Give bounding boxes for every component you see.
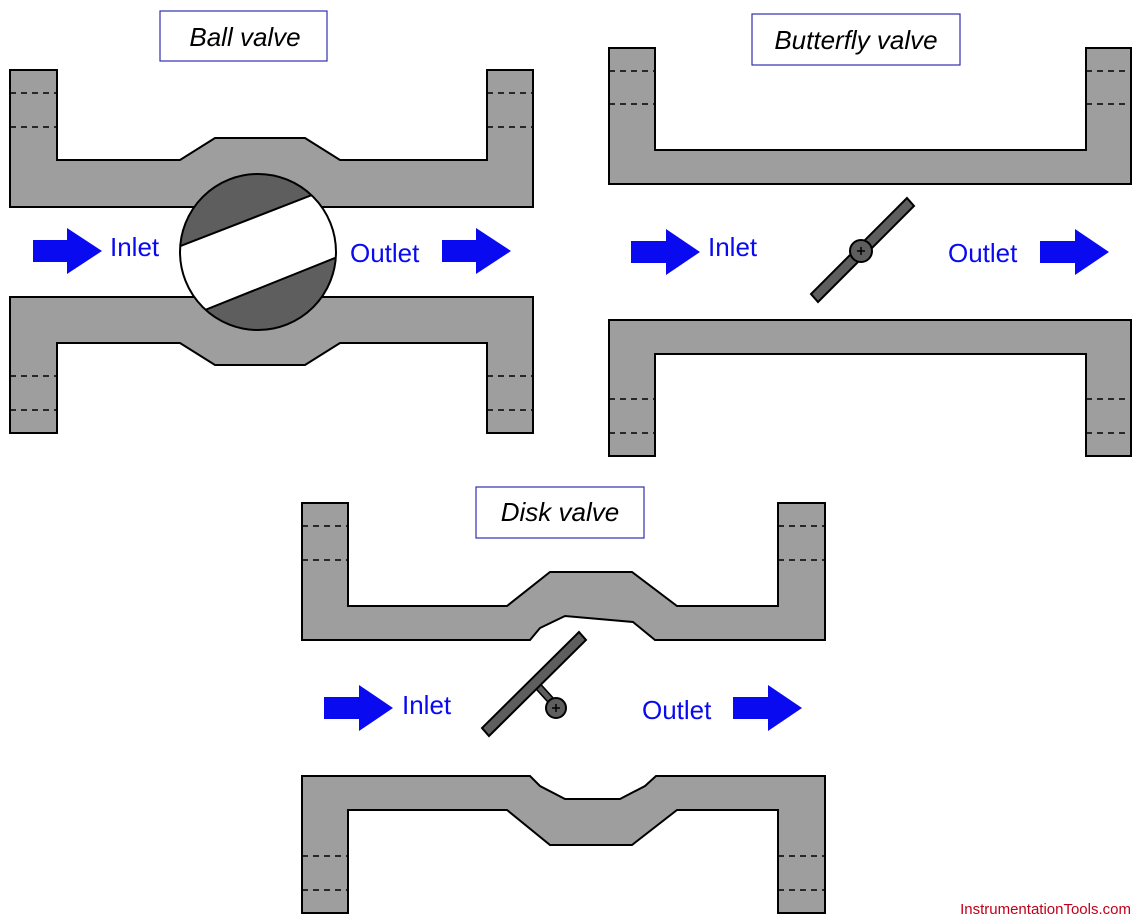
disk-valve-lower-body: [301, 775, 826, 914]
butterfly-valve-upper-body: [608, 47, 1132, 185]
disk-valve-diagram: Disk valve Inlet Outlet: [301, 486, 826, 914]
disk-valve-outlet-label: Outlet: [642, 695, 712, 725]
butterfly-valve-title-box: [751, 13, 961, 66]
ball-valve-inlet-arrow: [33, 228, 102, 274]
ball-valve-outlet-arrow: [442, 228, 511, 274]
ball-valve-upper-body: [9, 69, 534, 208]
ball-valve-flange-bolts: [10, 92, 533, 411]
disk-valve-inlet-label: Inlet: [402, 690, 452, 720]
ball-valve-diagram: Ball valve Inlet Outlet: [9, 10, 534, 434]
ball-valve-title-box: [159, 10, 328, 62]
butterfly-valve-lower-body: [608, 319, 1132, 457]
disk-valve-flange-bolts: [302, 525, 825, 891]
disk-valve-disc: [480, 630, 588, 738]
butterfly-valve-diagram: Butterfly valve Inlet Outlet: [608, 13, 1132, 457]
butterfly-valve-outlet-label: Outlet: [948, 238, 1018, 268]
butterfly-valve-flange-bolts: [609, 70, 1131, 434]
ball-valve-lower-body: [9, 296, 534, 434]
butterfly-valve-outlet-arrow: [1040, 229, 1109, 275]
butterfly-valve-inlet-arrow: [631, 229, 700, 275]
disk-valve-title: Disk valve: [501, 497, 619, 527]
disk-valve-title-box: [475, 486, 645, 539]
ball-valve-ball: [179, 173, 337, 331]
disk-valve-inlet-arrow: [324, 685, 393, 731]
ball-valve-outlet-label: Outlet: [350, 238, 420, 268]
ball-valve-inlet-label: Inlet: [110, 232, 160, 262]
ball-valve-title: Ball valve: [189, 22, 300, 52]
butterfly-valve-inlet-label: Inlet: [708, 232, 758, 262]
ball-valve-bore: [180, 186, 336, 320]
disk-valve-outlet-arrow: [733, 685, 802, 731]
butterfly-valve-disc: [809, 196, 916, 304]
disk-valve-upper-body: [301, 502, 826, 641]
butterfly-valve-title: Butterfly valve: [774, 25, 937, 55]
site-credit: InstrumentationTools.com: [960, 901, 1131, 918]
